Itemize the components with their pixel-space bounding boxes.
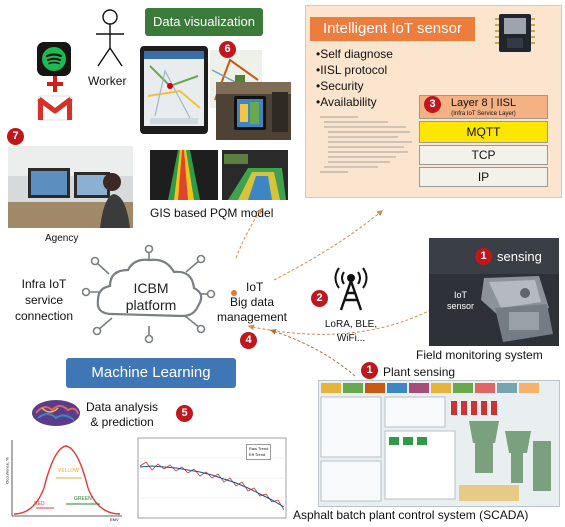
infra-iot-line: connection (14, 309, 74, 323)
bell-y-label: Occurrence, % (4, 457, 10, 484)
field-sensor-photo (429, 238, 559, 346)
feature-item: •Self diagnose (316, 47, 393, 61)
data-visualization-label: Data visualization (153, 14, 255, 29)
iot-board-icon (493, 12, 537, 54)
cab-display-photo (216, 82, 291, 140)
plus-icon (45, 74, 65, 94)
radio-label: LoRA, BLE, WiFi... (316, 318, 386, 346)
scada-label: Asphalt batch plant control system (SCAD… (293, 508, 529, 522)
tablet-map-screenshot (140, 46, 208, 134)
platform-line1: ICBM (133, 280, 169, 296)
badge-1-plant: 1 (361, 362, 378, 379)
badge-3: 3 (424, 96, 441, 113)
badge-1-sensing: 1 (475, 248, 492, 265)
infra-iot-label: Infra IoT service connection (6, 276, 82, 324)
infra-iot-line: Infra IoT (21, 277, 67, 291)
bell-yellow-label: YELLOW (58, 468, 79, 474)
feature-item: •Security (316, 79, 364, 93)
gmail-icon (37, 94, 73, 122)
gis-road-image-right (222, 150, 288, 200)
layer-iisl-title: Layer 8 | IISL (450, 97, 517, 109)
bell-red-label: RED (34, 501, 45, 507)
layer-tcp-label: TCP (471, 148, 496, 162)
data-visualization-banner: Data visualization (145, 8, 263, 36)
radio-line2: WiFi... (336, 333, 366, 344)
iot-sensor-line1: IoT (454, 290, 468, 300)
sensing-label: sensing (497, 249, 542, 264)
badge-4: 4 (240, 332, 257, 349)
iot-sensor-header: Intelligent IoT sensor (310, 17, 475, 41)
code-snippet-image (318, 114, 414, 176)
iot-sensor-line2: sensor (447, 301, 475, 311)
badge-7: 7 (7, 128, 24, 145)
agency-label: Agency (45, 233, 79, 244)
machine-learning-label: Machine Learning (91, 364, 211, 381)
bell-x-label: EMV (110, 517, 119, 522)
layer-tcp: TCP (419, 145, 548, 165)
worker-label: Worker (88, 74, 127, 88)
spotify-icon (37, 42, 71, 76)
radio-tower-icon (329, 266, 373, 312)
agency-office-photo (8, 146, 133, 228)
iot-sensor-title: Intelligent IoT sensor (323, 20, 462, 37)
iot-sensor-photo-label: IoT sensor (447, 290, 474, 312)
trend-line-chart: Raw Trend Eff Trend (128, 436, 288, 522)
feature-item: •Availability (316, 95, 377, 109)
platform-line2: platform (125, 297, 177, 313)
infra-iot-line: service (24, 293, 63, 307)
machine-learning-banner: Machine Learning (66, 358, 236, 388)
icbm-platform-label: ICBM platform (116, 280, 186, 314)
badge-2: 2 (311, 290, 328, 307)
field-monitoring-label: Field monitoring system (416, 348, 543, 362)
cloud-network-icon (81, 244, 216, 344)
layer-mqtt-label: MQTT (466, 125, 501, 139)
data-analysis-label: Data analysis & prediction (86, 400, 158, 430)
trend-legend: Raw Trend Eff Trend (246, 444, 272, 460)
iot-bigdata-line2: Big data (229, 295, 275, 309)
badge-5: 5 (176, 405, 193, 422)
layer-ip: IP (419, 167, 548, 187)
radio-line1: LoRA, BLE, (324, 319, 378, 330)
iot-bigdata-line1: IoT (246, 280, 264, 294)
brain-icon (30, 398, 82, 428)
data-analysis-line2: & prediction (90, 415, 154, 429)
gis-road-image-left (150, 150, 218, 200)
sensor-features-list: •Self diagnose •IISL protocol •Security … (316, 46, 393, 110)
legend-item: Raw Trend (249, 446, 269, 451)
plant-sensing-label: Plant sensing (383, 365, 456, 379)
layer-ip-label: IP (477, 170, 490, 184)
layer-mqtt: MQTT (419, 121, 548, 143)
gis-label: GIS based PQM model (150, 206, 274, 220)
bell-curve-chart: YELLOW GREEN RED EMV Occurrence, % (4, 438, 124, 522)
legend-item: Eff Trend (249, 452, 266, 457)
feature-item: •IISL protocol (316, 63, 388, 77)
bell-green-label: GREEN (74, 496, 92, 502)
iot-bigdata-label: IoT Big data management (210, 280, 294, 325)
layer-iisl-subtitle: (Infra IoT Service Layer) (451, 111, 516, 117)
data-analysis-line1: Data analysis (86, 400, 159, 414)
badge-6: 6 (219, 41, 236, 58)
iot-bigdata-line3: management (216, 310, 288, 324)
scada-screenshot (318, 380, 560, 507)
worker-stick-figure-icon (93, 8, 127, 70)
